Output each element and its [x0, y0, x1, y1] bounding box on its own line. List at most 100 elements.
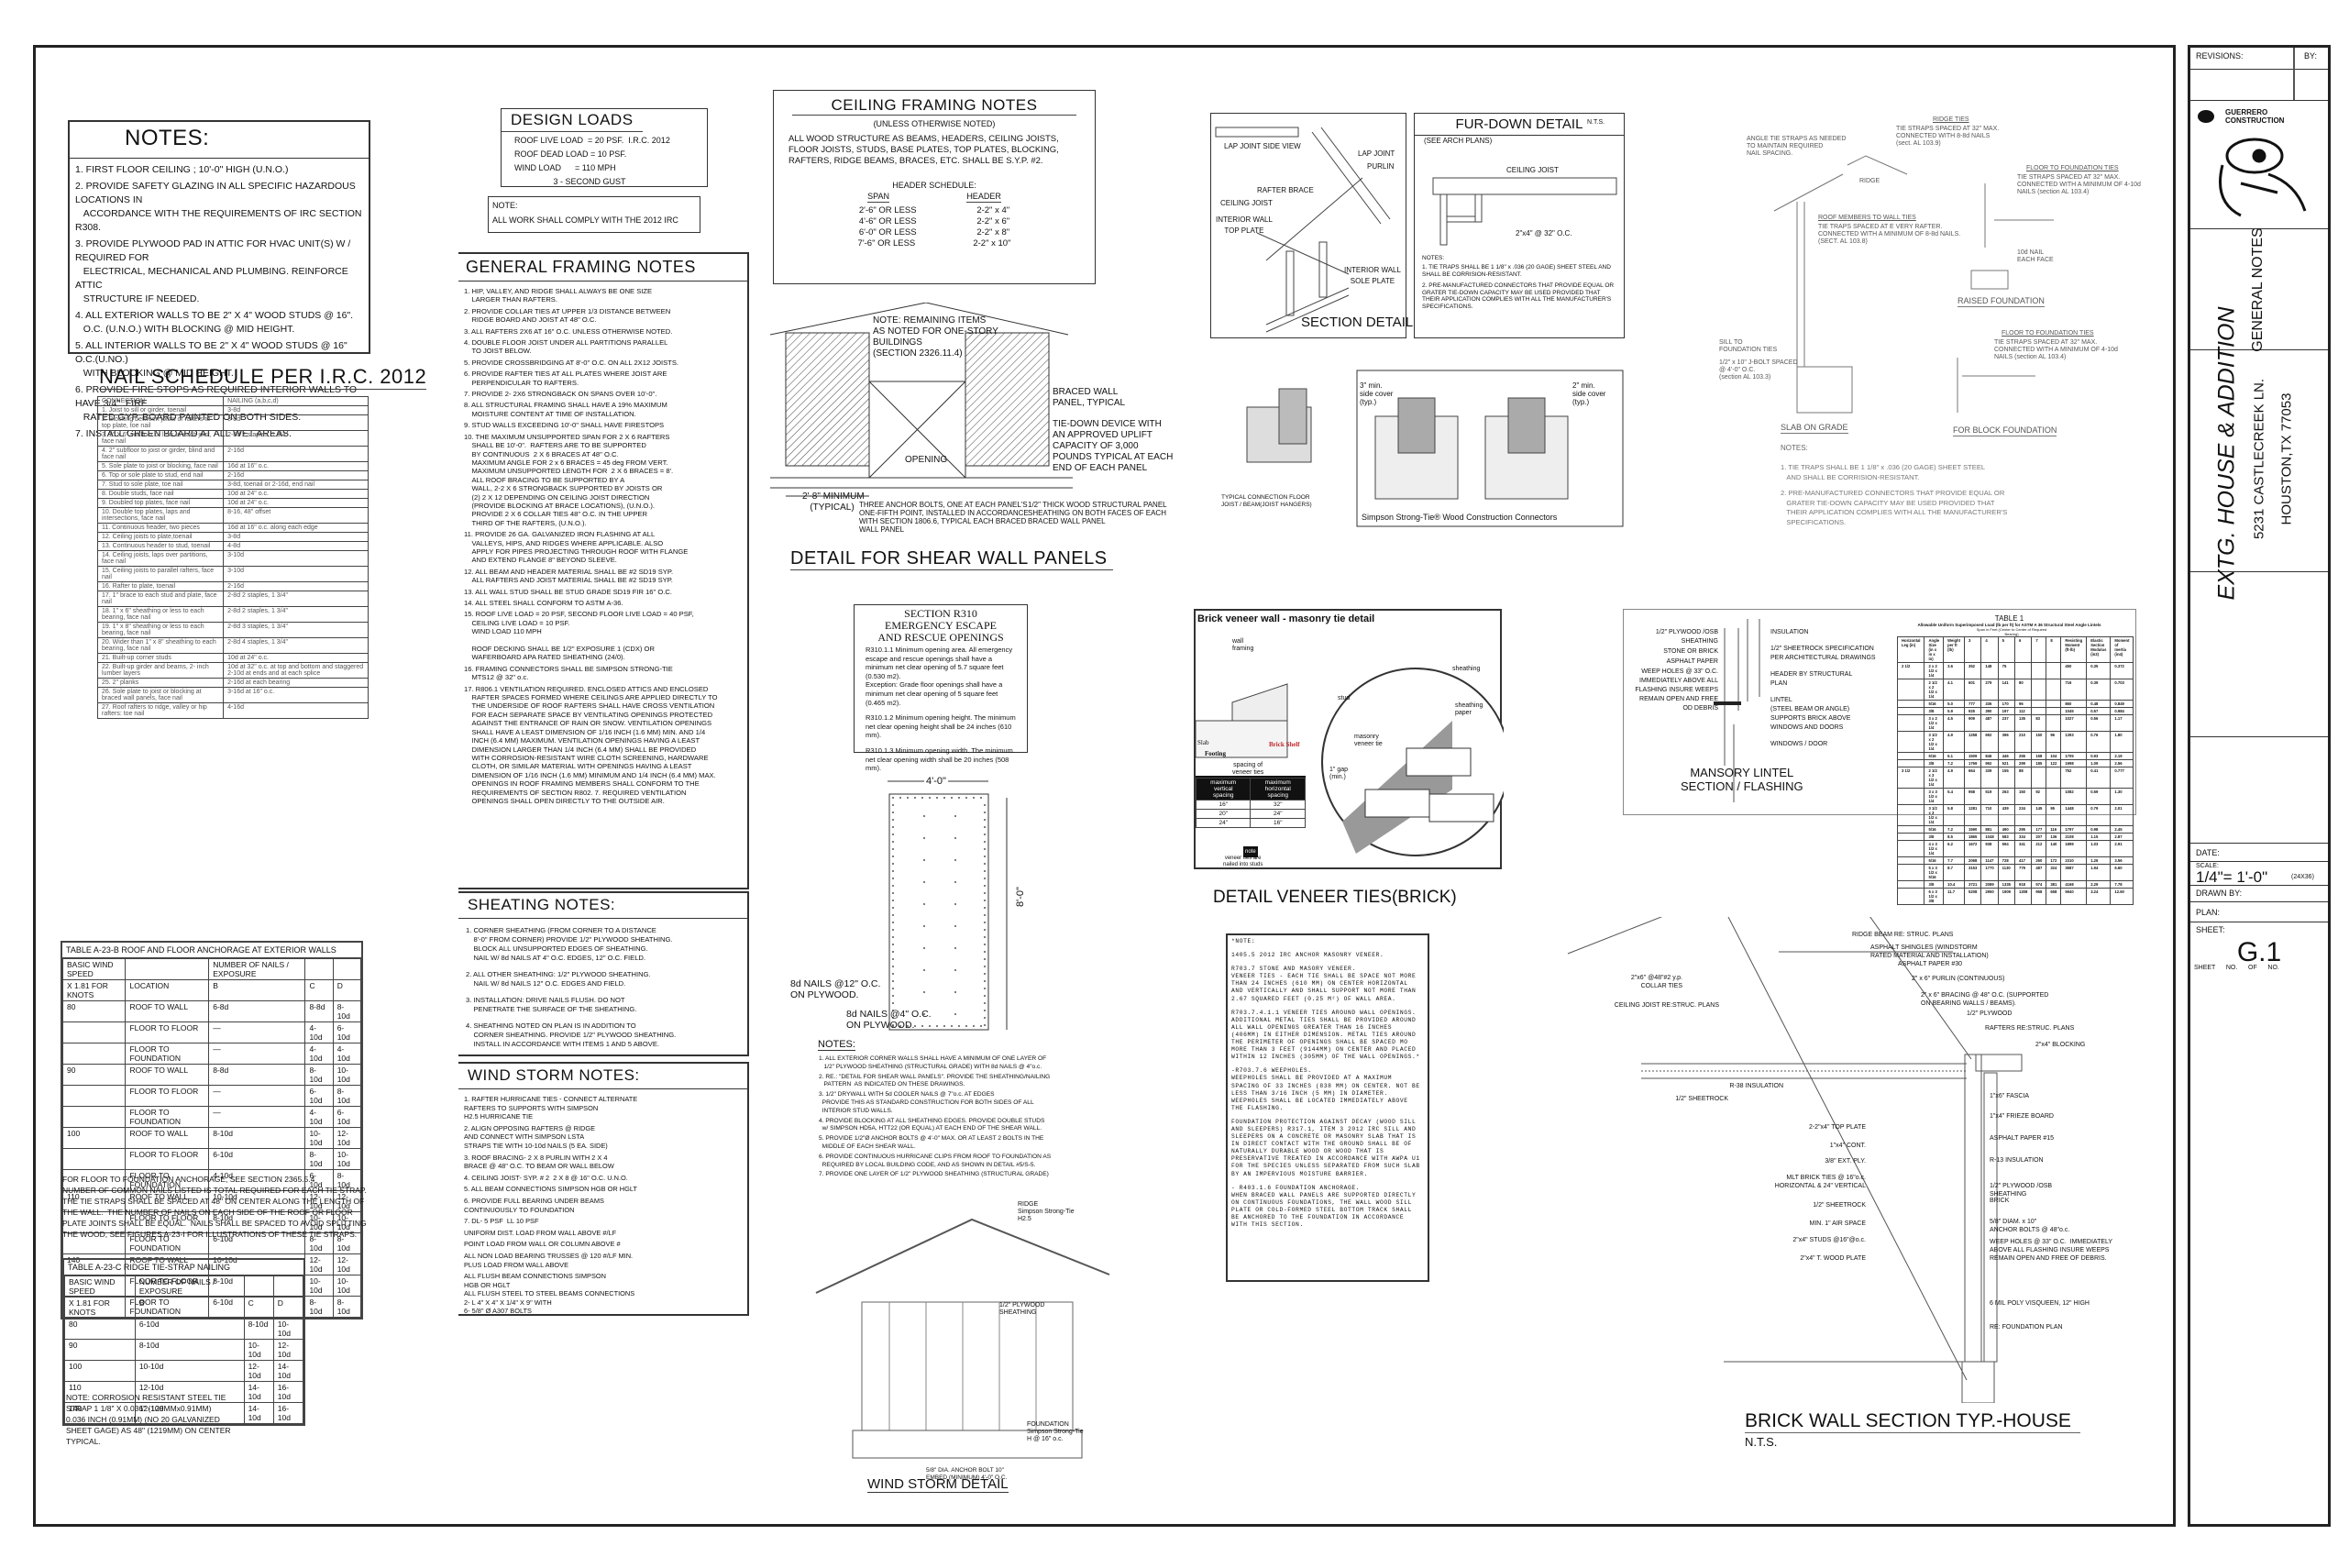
nail-dot — [954, 815, 956, 817]
table-cell: 0.59 — [2086, 788, 2112, 805]
table-cell: 0.98 — [2086, 825, 2112, 834]
span-value: 7'-6" OR LESS — [857, 238, 916, 248]
table1-title: TABLE 1 — [1994, 614, 2024, 623]
table-cell: 2. Blocking between joists or rafters to… — [96, 414, 225, 431]
table-cell: 1308 — [2013, 888, 2033, 905]
list-item: 1. ALL EXTERIOR CORNER WALLS SHALL HAVE … — [819, 1055, 1047, 1070]
table-cell: 155 — [1997, 767, 2016, 789]
table-a23b-footnote: FOR FLOOR TO FOUNDATION ANCHORAGE, SEE S… — [62, 1175, 367, 1239]
veneer-col-vertical: maximum vertical spacing — [1195, 778, 1252, 801]
table-cell: 3.24 — [2086, 888, 2112, 905]
list-item: R703.7 STONE AND MASORY VENEER. VENEER T… — [1231, 966, 1417, 1002]
table-cell: 3-8d — [223, 532, 369, 542]
nail-dot — [892, 1002, 894, 1004]
table-cell: D — [272, 1297, 304, 1319]
list-item: 4. CEILING JOIST- SYP. # 2 2 X 8 @ 16" O… — [464, 1173, 628, 1182]
veneer-slab: Slab — [1197, 739, 1209, 746]
table-cell: FLOOR TO FLOOR — [125, 1085, 210, 1107]
table-row: 15. Ceiling joists to parallel rafters, … — [96, 566, 369, 582]
nail-dot — [984, 944, 986, 945]
list-item: HEADER BY STRUCTURAL PLAN — [1770, 671, 1853, 687]
table-cell — [61, 1211, 127, 1233]
header-value: 2-2" x 8" — [976, 227, 1010, 237]
table-cell: 7.2 — [1943, 825, 1966, 834]
table-cell: 1393 — [2060, 731, 2088, 753]
table-cell: 3587 — [2060, 864, 2088, 881]
table-cell: 177 — [2031, 825, 2047, 834]
nail-dot — [936, 1025, 938, 1027]
list-item: 10. THE MAXIMUM UNSUPPORTED SPAN FOR 2 X… — [464, 432, 674, 527]
table-cell: 14-10d — [243, 1402, 274, 1424]
veneer-vertical: 16" — [1195, 800, 1252, 810]
table-cell: 5/16 — [1924, 856, 1945, 865]
list-item: ALL FLUSH BEAM CONNECTIONS SIMPSON HGB O… — [464, 1272, 635, 1316]
table-cell: 0.93 — [2086, 752, 2112, 760]
table-cell: 10d at 24" o.c. — [223, 653, 369, 663]
ridge-ties-text: TIE STRAPS SPACED AT 32" MAX. CONNECTED … — [1896, 126, 2000, 147]
table-cell: 26. Sole plate to joist or blocking at b… — [96, 687, 225, 703]
brick-notes-list: *NOTE:1405.5 2012 IRC ANCHOR MASONRY VEN… — [1231, 938, 1424, 1229]
list-item: 1/2" PLYWOOD /OSB SHEATHING — [1655, 629, 1718, 645]
table-cell: 6-10d — [304, 1169, 334, 1191]
table-cell: 110 — [64, 1381, 136, 1403]
table-cell — [61, 1232, 127, 1254]
veneer-row: 24"16" — [1195, 818, 1306, 828]
table-cell: 8-16, 48" offset — [223, 507, 369, 524]
table-cell: 10. Double top plates, laps and intersec… — [96, 507, 225, 524]
table-cell: 8-10d — [208, 1127, 306, 1149]
table1: TABLE 1 Allowable Uniform Superimposed L… — [1896, 614, 2134, 905]
section-label: WEEP HOLES @ 33" O.C. IMMEDIATELY ABOVE … — [1990, 1239, 2113, 1262]
list-item: 3. ROOF BRACING- 2 X 8 PURLIN WITH 2 X 4… — [464, 1153, 614, 1171]
table-cell: 0.76 — [2086, 731, 2112, 753]
table-cell — [1896, 880, 1925, 889]
table-cell — [1896, 788, 1925, 805]
list-item: UNIFORM DIST. LOAD FROM WALL ABOVE #/LF — [464, 1228, 617, 1237]
table-cell: 8-10d — [134, 1339, 245, 1361]
connectors-figure: TYPICAL CONNECTION FLOOR JOIST / BEAM(JO… — [1210, 361, 1625, 536]
table-cell: 12-10d — [134, 1402, 245, 1424]
table-row: 22. Built-up girder and beams, 2- inch l… — [96, 662, 369, 679]
table-cell: 1.30 — [2110, 788, 2134, 805]
table-cell — [61, 1106, 127, 1128]
nail-dot — [984, 966, 986, 967]
table-cell: ROOF TO WALL — [125, 1064, 210, 1086]
table-cell: 2.01 — [2110, 804, 2134, 826]
table-cell: 958 — [2031, 888, 2047, 905]
project-title: EXTG. HOUSE & ADDITION — [2213, 306, 2240, 601]
table-cell: Moment of Inertia (in4) — [2110, 636, 2134, 663]
lbl-ceiling-joist: CEILING JOIST — [1220, 199, 1273, 207]
table-cell: 1509 — [1964, 752, 1982, 760]
table-cell: 396 — [1997, 731, 2016, 753]
table-cell: 3 x 3 1/2 x 1/4 — [1924, 788, 1945, 805]
table-row: 17. 1" brace to each stud and plate, fac… — [96, 591, 369, 607]
table-cell: 5 x 3 1/2 x 5/16 — [1924, 864, 1945, 881]
table-cell: 8-10d — [304, 1064, 334, 1086]
table-cell: 1797 — [2060, 825, 2088, 834]
table-cell: 1335 — [1997, 880, 2016, 889]
wind-storm-detail-title: WIND STORM DETAIL — [867, 1476, 1009, 1493]
table-cell — [2031, 767, 2047, 789]
connector-side-2: 2" min. side cover (typ.) — [1572, 381, 1606, 406]
list-item: -R703.7.6 WEEPHOLES. WEEPHOLES SHALL BE … — [1231, 1067, 1420, 1111]
table-cell: 10.4 — [1943, 880, 1966, 889]
nail-dot — [954, 903, 956, 905]
sheet-footer: SHEET NO. OF NO. — [2194, 965, 2279, 971]
table-cell: 5 — [1997, 636, 2016, 663]
table-cell: LOCATION — [125, 979, 210, 1001]
nail-dot — [984, 834, 986, 835]
table-cell: 1769 — [1964, 759, 1982, 767]
table-cell: 4.9 — [1943, 731, 1966, 753]
fur-down-notes-title: NOTES: — [1422, 255, 1445, 261]
nail-dot — [892, 848, 894, 850]
nail-dot — [892, 834, 894, 835]
table-cell: 1027 — [2060, 714, 2088, 732]
table-cell: 10-10d — [332, 1211, 362, 1233]
table-cell: 75 — [1997, 662, 2016, 679]
table-cell: 140 — [64, 1402, 136, 1424]
table-cell: 148 — [1980, 662, 1999, 679]
